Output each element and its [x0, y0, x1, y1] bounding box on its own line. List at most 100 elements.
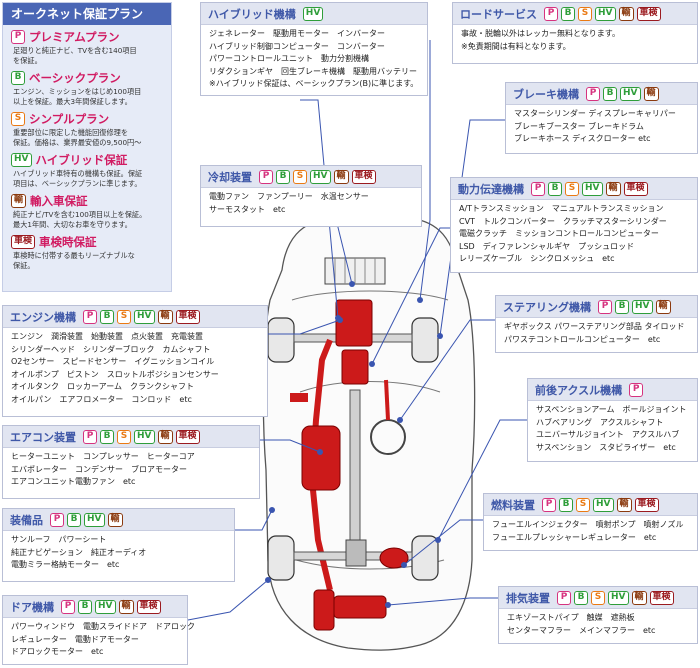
plan-badge-p: P — [586, 86, 600, 101]
plan-badge-b: B — [548, 181, 562, 196]
plan-badge-hv: HV — [595, 6, 616, 21]
category-title: ロードサービス — [460, 7, 537, 21]
plan-badge-sh: 車検 — [175, 309, 200, 324]
plan-badge-imp: 輸 — [655, 299, 671, 314]
category-title: ドア機構 — [10, 600, 54, 614]
plan-item: 車検車検時保証車検時に付帯する最もリーズナブルな保証。 — [3, 230, 171, 271]
parts-line: オイルパン エアフロメーター コンロッド etc — [11, 394, 192, 404]
parts-line: エンジン 潤滑装置 始動装置 点火装置 充電装置 — [11, 332, 203, 341]
engine-block — [335, 299, 373, 347]
parts-line: パワーコントロールユニット 動力分割機構 — [209, 54, 369, 63]
parts-line: LSD ディファレンシャルギヤ プッシュロッド — [459, 241, 635, 251]
category-title: 装備品 — [10, 513, 43, 527]
plan-badge-p: P — [557, 590, 571, 605]
category-parts-list: エンジン 潤滑装置 始動装置 点火装置 充電装置シリンダーヘッド シリンダーブロ… — [3, 328, 267, 406]
category-parts-list: エキゾーストパイプ 触媒 遮熱板センターマフラー メインマフラー etc — [499, 609, 697, 637]
plan-item: 輸輸入車保証純正ナビ/TVを含む100項目以上を保証。最大1年間、大切なお車を守… — [3, 189, 171, 230]
plan-item: P プレミアムプラン足廻りと純正ナビ、TVを含む140項目を保証。 — [3, 25, 171, 66]
plan-badge-hv: HV — [582, 181, 603, 196]
plan-badge-b: B — [561, 6, 575, 21]
plan-badge-p: P — [542, 497, 556, 512]
category-title: 動力伝達機構 — [458, 182, 524, 196]
plan-badge-hv: HV — [302, 6, 324, 21]
parts-line: ユニバーサルジョイント アクスルハブ — [536, 430, 680, 439]
plan-badge-b: B — [615, 299, 629, 314]
category-header: ハイブリッド機構 HV — [201, 3, 427, 25]
parts-line: マスターシリンダー ディスプレーキャリパー — [514, 109, 676, 118]
plan-badge-imp: 輸 — [333, 169, 349, 184]
plan-badge-p: P — [259, 169, 273, 184]
plan-description: 以上を保証。最大3年間保証します。 — [13, 97, 132, 106]
plan-name: ベーシックプラン — [29, 71, 121, 85]
plan-badge-sh: 車検 — [136, 599, 161, 614]
plan-badge-imp: 輸 — [107, 512, 123, 527]
parts-line: CVT トルクコンバーター クラッチマスターシリンダー — [459, 216, 667, 226]
parts-line: ギヤボックス パワーステアリング部品 タイロッド — [504, 322, 685, 331]
plan-badge-imp: 輸 — [605, 181, 621, 196]
plan-badge-p: P — [629, 382, 644, 397]
plan-badge-p: P — [83, 429, 97, 444]
category-title: 排気装置 — [506, 591, 550, 605]
rear-differential — [345, 539, 367, 567]
plan-badge-imp: 輸 — [11, 194, 27, 208]
plan-badge-imp: 輸 — [616, 497, 632, 512]
category-parts-list: 事故・脱輪以外はレッカー無料となります。※免責期間は有料となります。 — [453, 25, 697, 53]
warranty-plan-legend: オークネット保証プラン P プレミアムプラン足廻りと純正ナビ、TVを含む140項目… — [2, 2, 172, 292]
plan-description: 足廻りと純正ナビ、TVを含む140項目 — [13, 46, 137, 55]
parts-line: リダクションギヤ 回生ブレーキ機構 駆動用バッテリー — [209, 66, 417, 76]
parts-line: フューエルインジェクター 噴射ポンプ 噴射ノズル — [492, 520, 684, 529]
parts-line: ブレーキブースター ブレーキドラム — [514, 121, 644, 131]
plan-badge-s: S — [117, 429, 131, 444]
plan-badge-p: P — [11, 30, 25, 44]
plan-header: 車検車検時保証 — [11, 233, 165, 251]
parts-line: オイルタンク ロッカーアーム クランクシャフト — [11, 382, 194, 391]
plan-badge-hv: HV — [84, 512, 105, 527]
category-title: ハイブリッド機構 — [208, 7, 296, 21]
parts-line: レリーズケーブル シンクロメッシュ etc — [459, 254, 615, 263]
parts-line: ハイブリッド制御コンピューター コンバーター — [209, 41, 385, 51]
parts-line: ヒーターユニット コンプレッサー ヒーターコア — [11, 452, 195, 461]
parts-line: 事故・脱輪以外はレッカー無料となります。 — [461, 29, 620, 38]
plan-badge-p: P — [531, 181, 545, 196]
category-parts-list: マスターシリンダー ディスプレーキャリパーブレーキブースター ブレーキドラムブレ… — [506, 105, 697, 146]
plan-description: ハイブリッド車特有の機構も保証。保証 — [13, 169, 143, 178]
plan-badge-hv: HV — [632, 299, 653, 314]
plan-badge-sh: 車検 — [623, 181, 648, 196]
plan-description: を保証。 — [13, 56, 42, 65]
parts-line: A/Tトランスミッション マニュアルトランスミッション — [459, 204, 664, 213]
parts-line: オイルポンプ ピストン スロットルポジションセンサー — [11, 369, 219, 379]
plan-badge-hv: HV — [134, 309, 155, 324]
legend-title: オークネット保証プラン — [3, 3, 171, 25]
plan-badge-hv: HV — [608, 590, 629, 605]
plan-badge-sh: 車検 — [175, 429, 200, 444]
plan-badge-b: B — [559, 497, 573, 512]
plan-badge-sh: 車検 — [351, 169, 376, 184]
plan-badge-p: P — [83, 309, 97, 324]
plan-header: 輸輸入車保証 — [11, 192, 165, 210]
category-title: 冷却装置 — [208, 170, 252, 184]
plan-name: 車検時保証 — [39, 235, 97, 249]
plan-badge-s: S — [293, 169, 307, 184]
plan-description: 重要部位に限定した機能回復修理を — [13, 128, 129, 137]
parts-line: フューエルプレッシャーレギュレーター etc — [492, 532, 657, 542]
engine-accessory — [290, 393, 308, 402]
plan-name: プレミアムプラン — [29, 30, 120, 44]
plan-badge-hv: HV — [95, 599, 116, 614]
